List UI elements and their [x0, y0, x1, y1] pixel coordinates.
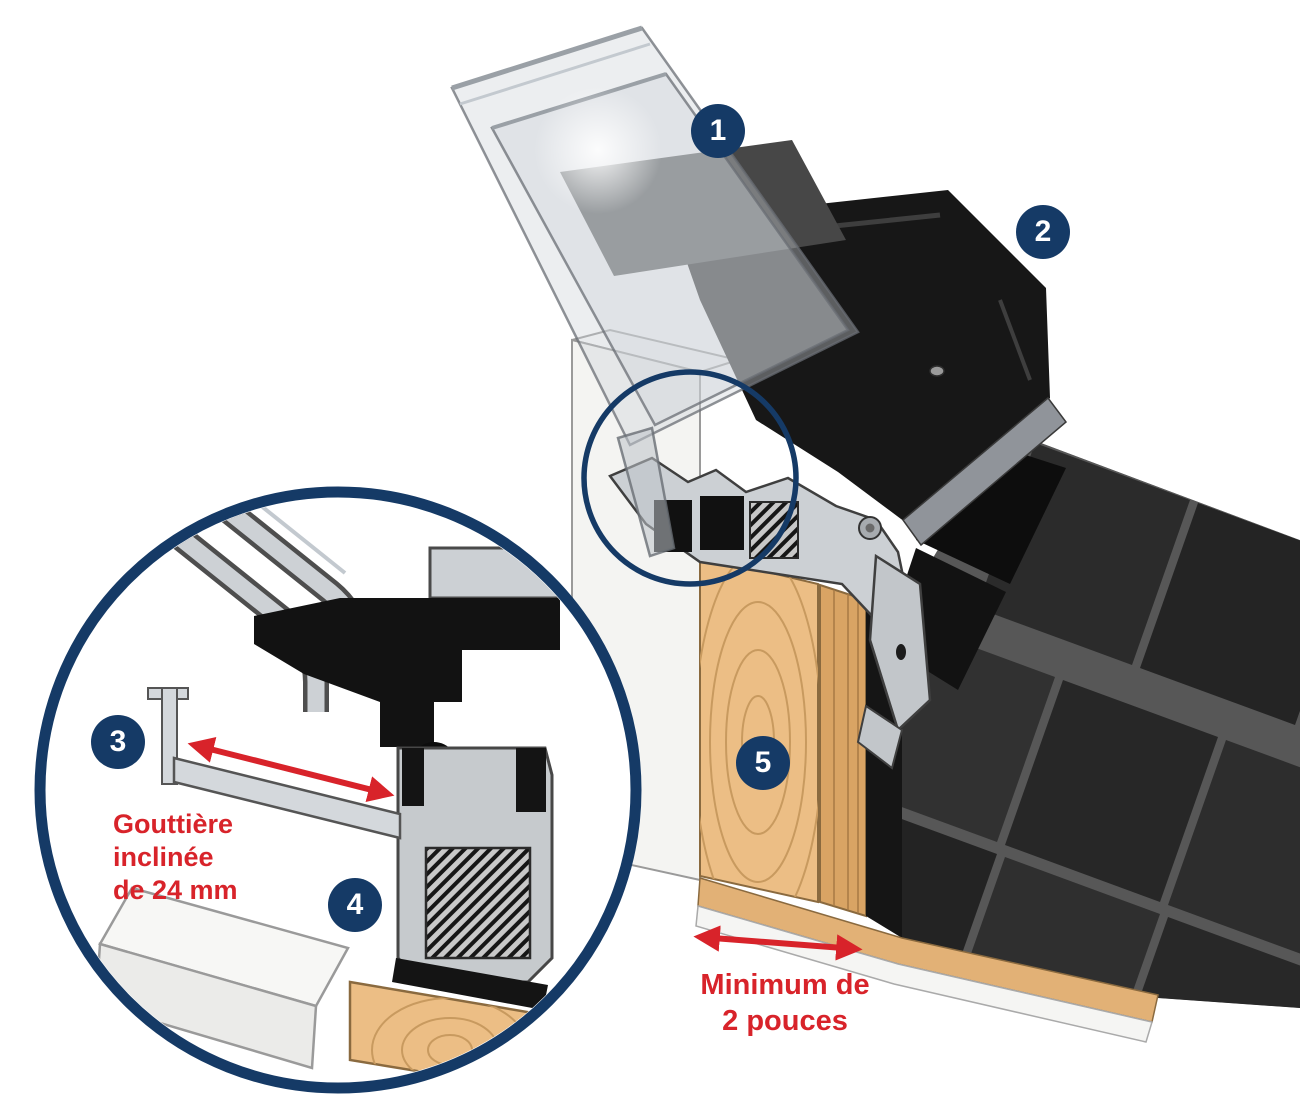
flashing-screw [929, 365, 945, 377]
dome-edge-tail [616, 426, 676, 558]
detail-zoom-circle [34, 486, 642, 1094]
shingle-tab [1005, 680, 1218, 902]
dome-glass [450, 25, 860, 558]
plywood-layer [819, 583, 867, 918]
callout-badge-3: 3 [91, 715, 145, 769]
gutter-slope-arrow [187, 737, 395, 802]
callout-badge-2: 2 [1016, 205, 1070, 259]
callout-badge-4: 4 [328, 878, 382, 932]
callout-number: 4 [346, 888, 364, 921]
minimum-clearance-label: Minimum de 2 pouces [652, 968, 918, 1040]
gutter-slope-label: Gouttière inclinée de 24 mm [113, 808, 238, 907]
shingle-tab [902, 620, 1055, 842]
zoom-source-circle [581, 369, 799, 587]
shingle-tab [947, 857, 1160, 1008]
callout-number: 2 [1034, 215, 1052, 248]
frame-gasket [700, 496, 744, 550]
wood-curb [699, 554, 819, 904]
minimum-clearance-label-line: Minimum de [700, 969, 870, 1001]
detail-zoom-border [34, 486, 642, 1094]
zoom-seal-strip [392, 958, 548, 1010]
callout-number: 3 [109, 725, 127, 758]
drip-edge [856, 704, 904, 770]
callout-badge-1: 1 [691, 104, 745, 158]
flashing-hem [901, 396, 1068, 547]
shingle-tab [1168, 740, 1300, 962]
minimum-clearance-label-line: 2 pouces [722, 1004, 848, 1037]
callout-badge-5: 5 [736, 736, 790, 790]
clearance-arrow [693, 925, 863, 961]
zoom-thermal-break-hatch [424, 846, 532, 960]
callout-number: 5 [754, 746, 772, 779]
gutter-slope-label-line: Gouttière [113, 809, 234, 839]
frame-outer-leg [868, 553, 932, 733]
shingle-tab [1110, 917, 1300, 1008]
curb-section [699, 554, 902, 938]
gutter-slope-label-line: inclinée [113, 841, 214, 872]
callout-number: 1 [709, 114, 727, 147]
glass-highlight [534, 86, 662, 214]
weep-hole [896, 644, 906, 660]
gutter-slope-label-line: de 24 mm [113, 874, 238, 905]
zoom-gasket-mass [254, 598, 560, 747]
